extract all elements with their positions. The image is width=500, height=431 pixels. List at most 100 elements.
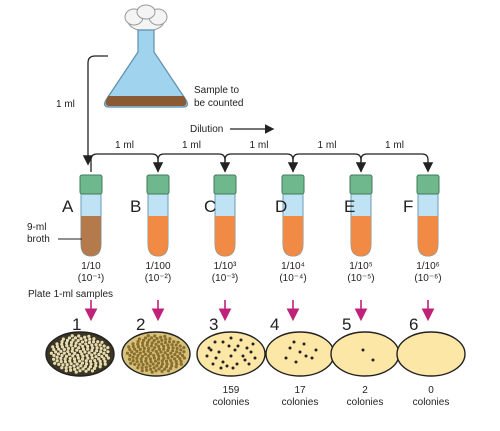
colony-dot: [163, 351, 167, 355]
transfer-arrow: [90, 153, 164, 173]
colony-dot: [77, 334, 81, 338]
colony-dot: [128, 353, 132, 358]
tube-liquid: [283, 216, 303, 256]
colony-dot: [205, 354, 209, 358]
colony-dot: [53, 361, 57, 365]
colony-dot: [76, 366, 80, 370]
flask-glass: [103, 29, 189, 108]
colony-dot: [253, 356, 257, 360]
colony-dot: [70, 349, 74, 353]
plate-number: 6: [409, 315, 418, 334]
colony-dot: [136, 366, 140, 370]
colony-dot: [149, 367, 153, 371]
colony-dot: [178, 351, 182, 355]
colony-dot: [179, 362, 183, 366]
colony-dot: [231, 366, 235, 370]
tube-fraction: 1/10⁶: [416, 261, 440, 272]
plate-number: 4: [270, 315, 279, 334]
colony-dot: [170, 343, 174, 347]
colony-unit: colonies: [413, 397, 450, 408]
colony-dot: [52, 353, 56, 358]
transfer-label: 1 ml: [250, 140, 269, 151]
colony-dot: [55, 342, 59, 346]
colony-dot: [217, 350, 221, 354]
colony-dot: [71, 338, 75, 342]
tube-exponent: (10⁻²): [145, 273, 171, 284]
colony-dot: [71, 346, 75, 351]
colony-dot: [51, 357, 56, 361]
colony-dot: [95, 346, 99, 350]
colony-count: 2: [362, 385, 368, 396]
colony-dot: [179, 359, 183, 363]
colony-dot: [161, 354, 165, 358]
colony-dot: [64, 369, 68, 373]
tube-exponent: (10⁻⁴): [279, 273, 306, 284]
plate-dish: [265, 331, 335, 377]
colony-dot: [152, 366, 156, 370]
colony-dot: [179, 348, 183, 352]
colony-dot: [153, 334, 157, 338]
colony-dot: [103, 362, 107, 366]
colony-dot: [104, 353, 109, 358]
colony-dot: [157, 347, 162, 351]
colony-dot: [136, 345, 141, 349]
colony-dot: [81, 344, 85, 349]
colony-dot: [166, 369, 171, 373]
colony-dot: [156, 361, 161, 365]
tube-letter: C: [204, 197, 216, 216]
transfer-label: 1 ml: [385, 140, 404, 151]
colony-dot: [174, 365, 178, 369]
colony-dot: [154, 369, 158, 373]
colony-dot: [163, 334, 167, 338]
tube-fraction: 1/100: [145, 261, 170, 272]
colony-dot: [94, 355, 98, 359]
colony-dot: [157, 367, 161, 371]
colony-dot: [85, 354, 89, 358]
colony-dot: [125, 351, 129, 355]
colony-dot: [131, 355, 135, 359]
tube-fraction: 1/10⁵: [349, 261, 373, 272]
colony-dot: [136, 340, 140, 344]
colony-dot: [140, 354, 145, 358]
transfer-label: 1 ml: [115, 140, 134, 151]
colony-dot: [136, 353, 140, 358]
colony-dot: [140, 366, 144, 370]
colony-dot: [140, 341, 145, 345]
colony-dot: [169, 351, 173, 355]
colony-dot: [73, 351, 77, 356]
colony-dot: [153, 359, 158, 363]
colony-dot: [137, 337, 141, 341]
colony-dot: [83, 365, 87, 369]
colony-dot: [149, 336, 154, 340]
colony-dot: [298, 350, 302, 354]
colony-dot: [165, 362, 169, 366]
tube-cap-icon: [213, 174, 237, 195]
broth-label-line1: 9-ml: [27, 222, 46, 233]
colony-dot: [136, 342, 140, 346]
colony-dot: [170, 361, 174, 365]
colony-dot: [81, 354, 85, 358]
colony-dot: [162, 356, 166, 360]
colony-dot: [160, 338, 164, 342]
colony-dot: [66, 346, 70, 350]
colony-dot: [148, 357, 153, 361]
colony-dot: [94, 361, 98, 365]
colony-dot: [81, 347, 86, 351]
colony-dot: [59, 349, 63, 353]
colony-dot: [173, 352, 177, 357]
transfer-arrow: [224, 153, 299, 173]
colony-dot: [65, 338, 70, 342]
colony-dot: [145, 368, 149, 372]
colony-dot: [84, 338, 88, 342]
colony-dot: [59, 356, 63, 361]
colony-dot: [171, 349, 175, 353]
colony-dot: [98, 365, 102, 369]
colony-dot: [133, 347, 137, 351]
tube-cap-icon: [416, 174, 440, 195]
transfer-arrow: [157, 153, 231, 173]
colony-dot: [68, 356, 72, 360]
colony-dot: [153, 346, 157, 350]
colony-dot: [94, 343, 98, 347]
